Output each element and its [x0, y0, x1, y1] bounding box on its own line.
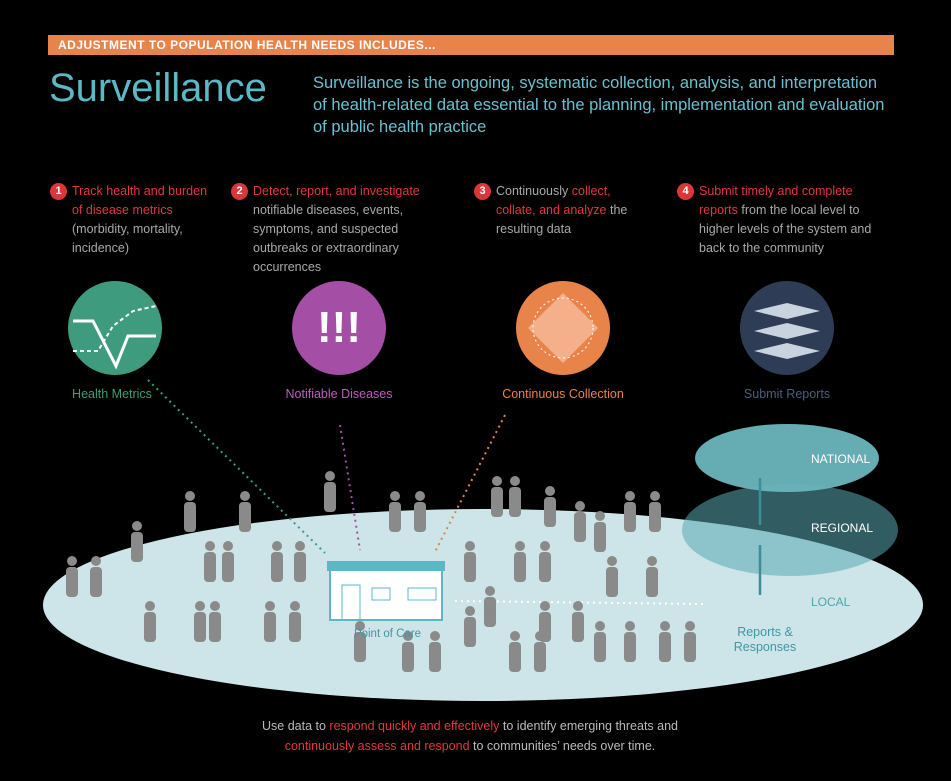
footer-text: Use data to respond quickly and effectiv… [150, 716, 790, 756]
health-metrics-label: Health Metrics [72, 387, 152, 401]
step-2: 2 Detect, report, and investigate notifia… [231, 182, 438, 277]
description: Surveillance is the ongoing, systematic … [313, 74, 885, 136]
person-icon [659, 621, 671, 662]
person-icon [429, 631, 441, 672]
person-icon [204, 541, 216, 582]
dotted-arrow-collection [434, 414, 506, 553]
person-icon [606, 556, 618, 597]
step-text: (morbidity, mortality, incidence) [72, 222, 183, 255]
person-icon [271, 541, 283, 582]
step-text: from the local level to higher levels of… [699, 203, 872, 255]
person-icon [464, 541, 476, 582]
person-icon [646, 556, 658, 597]
person-icon [624, 621, 636, 662]
person-icon [574, 501, 586, 542]
people-group [66, 471, 696, 672]
person-icon [514, 541, 526, 582]
person-icon [509, 631, 521, 672]
person-icon [294, 541, 306, 582]
page-title: Surveillance [49, 66, 267, 110]
person-icon [289, 601, 301, 642]
point-of-care-label: Point of Care [353, 628, 422, 640]
person-icon [131, 521, 143, 562]
step-text: Continuously [496, 184, 572, 198]
step-text: notifiable diseases, events, symptoms, a… [253, 203, 404, 274]
person-icon [222, 541, 234, 582]
national-ellipse [695, 424, 879, 492]
person-icon [684, 621, 696, 662]
level-regional: REGIONAL [811, 521, 874, 535]
report-layers-icon [740, 281, 834, 375]
footer-highlight: respond quickly and effectively [329, 719, 500, 733]
person-icon [484, 586, 496, 627]
reports-responses-label: Reports & Responses [733, 625, 797, 654]
step-text: the resulting data [496, 203, 628, 236]
point-of-care-building [327, 561, 445, 621]
person-icon [534, 631, 546, 672]
person-icon [402, 631, 414, 672]
person-icon [539, 541, 551, 582]
person-icon [649, 491, 661, 532]
person-icon [239, 491, 251, 532]
footer-highlight: continuously assess and respond [284, 739, 470, 753]
person-icon [66, 556, 78, 597]
continuous-collection-label: Continuous Collection [502, 387, 624, 401]
step-highlight: Detect, report, and investigate [253, 184, 420, 198]
footer-part: to identify emerging threats and [499, 719, 678, 733]
person-icon [624, 491, 636, 532]
person-icon [144, 601, 156, 642]
step-number: 1 [50, 183, 67, 200]
footer-part: to communities’ needs over time. [469, 739, 656, 753]
person-icon [509, 476, 521, 517]
person-icon [594, 511, 606, 552]
person-icon [324, 471, 336, 512]
person-icon [90, 556, 102, 597]
step-highlight: collect, collate, and analyze [496, 184, 611, 217]
notifiable-diseases-label: Notifiable Diseases [285, 387, 393, 401]
person-icon [184, 491, 196, 532]
exclamation-icon: !!! [292, 281, 386, 375]
person-icon [464, 606, 476, 647]
person-icon [264, 601, 276, 642]
step-number: 4 [677, 183, 694, 200]
person-icon [491, 476, 503, 517]
step-number: 2 [231, 183, 248, 200]
footer-part: Use data to [262, 719, 330, 733]
submit-reports-label: Submit Reports [743, 387, 831, 401]
step-3: 3 Continuously collect, collate, and anal… [474, 182, 641, 239]
person-icon [209, 601, 221, 642]
level-national: NATIONAL [811, 452, 871, 466]
person-icon [594, 621, 606, 662]
step-highlight: Track health and burden of disease metri… [72, 184, 208, 217]
person-icon [572, 601, 584, 642]
person-icon [544, 486, 556, 527]
step-number: 3 [474, 183, 491, 200]
health-metrics-icon [68, 281, 162, 375]
person-icon [414, 491, 426, 532]
step-highlight: Submit timely and complete reports [699, 184, 853, 217]
person-icon [354, 621, 366, 662]
person-icon [194, 601, 206, 642]
regional-ellipse [682, 484, 898, 576]
level-local: LOCAL [811, 595, 851, 609]
banner: ADJUSTMENT TO POPULATION HEALTH NEEDS IN… [48, 35, 894, 55]
person-icon [389, 491, 401, 532]
step-1: 1 Track health and burden of disease metr… [50, 182, 212, 258]
collection-arrows-icon [516, 281, 610, 375]
step-4: 4 Submit timely and complete reports from… [677, 182, 884, 258]
